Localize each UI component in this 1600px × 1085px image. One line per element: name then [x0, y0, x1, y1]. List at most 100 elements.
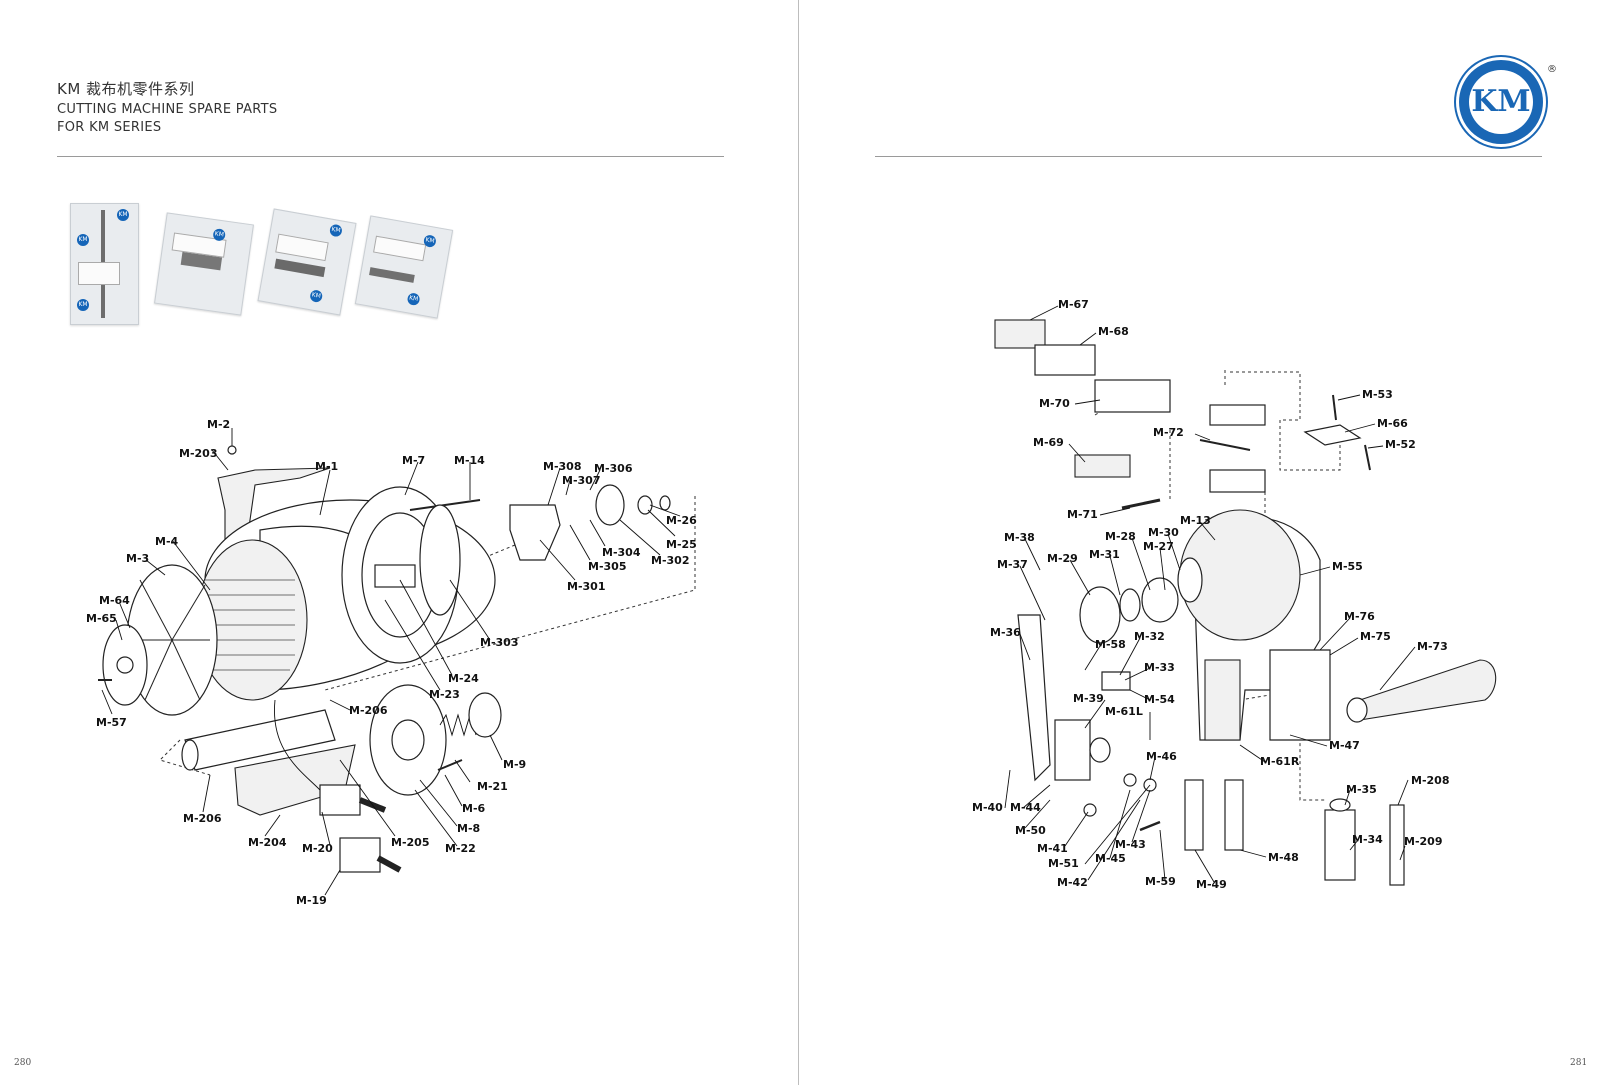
km-logo-icon: KM — [77, 234, 89, 246]
label-M-301: M-301 — [567, 580, 605, 593]
km-logo-icon: KM — [117, 209, 129, 221]
label-M-71: M-71 — [1067, 508, 1098, 521]
label-M-30: M-30 — [1148, 526, 1179, 539]
base-block — [1034, 344, 1096, 376]
km-logo-icon: KM — [77, 299, 89, 311]
bearing — [1141, 577, 1179, 623]
label-M-35: M-35 — [1346, 783, 1377, 796]
label-M-208: M-208 — [1411, 774, 1449, 787]
label-M-42: M-42 — [1057, 876, 1088, 889]
label-M-55: M-55 — [1332, 560, 1363, 573]
label-M-209: M-209 — [1404, 835, 1442, 848]
label-M-306: M-306 — [594, 462, 633, 475]
label-M-27: M-27 — [1143, 540, 1174, 553]
label-M-303: M-303 — [480, 636, 518, 649]
label-M-7: M-7 — [402, 454, 425, 467]
label-M-39: M-39 — [1073, 692, 1104, 705]
label-M-28: M-28 — [1105, 530, 1136, 543]
spring-cup — [468, 692, 502, 738]
km-brand-logo: KM — [1459, 60, 1543, 144]
motor-exploded-diagram: M-2 M-203 M-1 M-7 M-14 M-308 M-306 M-307… — [86, 418, 697, 907]
label-M-206-lower: M-206 — [183, 812, 222, 825]
label-M-67: M-67 — [1058, 298, 1089, 311]
label-M-61R: M-61R — [1260, 755, 1300, 768]
slider-block — [1094, 379, 1171, 413]
label-M-75: M-75 — [1360, 630, 1391, 643]
label-M-6: M-6 — [462, 802, 486, 815]
oil-cylinder — [1324, 809, 1356, 881]
label-M-304: M-304 — [602, 546, 641, 559]
rail-left — [1184, 779, 1204, 851]
label-M-20: M-20 — [302, 842, 333, 855]
label-M-206-upper: M-206 — [349, 704, 388, 717]
label-M-76: M-76 — [1344, 610, 1375, 623]
label-M-9: M-9 — [503, 758, 526, 771]
label-M-48: M-48 — [1268, 851, 1299, 864]
arm-bracket — [1054, 719, 1091, 781]
label-M-204: M-204 — [248, 836, 287, 849]
page-number-left: 280 — [14, 1058, 32, 1068]
page-number-right: 281 — [1570, 1058, 1588, 1068]
label-M-70: M-70 — [1039, 397, 1070, 410]
label-M-32: M-32 — [1134, 630, 1165, 643]
left-header-rule — [57, 156, 724, 157]
motor-cover — [234, 744, 356, 816]
title-english-line-2: FOR KM SERIES — [57, 120, 162, 135]
label-M-34: M-34 — [1352, 833, 1383, 846]
cutter-head-exploded-diagram: M-67 M-68 M-53 M-70 M-66 M-72 M-52 M-69 … — [972, 298, 1497, 891]
km-logo-text: KM — [1469, 70, 1533, 134]
label-M-307: M-307 — [562, 474, 600, 487]
label-M-66: M-66 — [1377, 417, 1408, 430]
label-M-305: M-305 — [588, 560, 626, 573]
label-M-52: M-52 — [1385, 438, 1416, 451]
label-M-72: M-72 — [1153, 426, 1184, 439]
label-M-23: M-23 — [429, 688, 460, 701]
label-M-4: M-4 — [155, 535, 179, 548]
label-M-24: M-24 — [448, 672, 479, 685]
label-M-73: M-73 — [1417, 640, 1448, 653]
label-M-302: M-302 — [651, 554, 689, 567]
label-M-22: M-22 — [445, 842, 476, 855]
label-M-59: M-59 — [1145, 875, 1176, 888]
toggle-switch-2 — [339, 837, 381, 873]
label-M-26: M-26 — [666, 514, 697, 527]
label-M-38: M-38 — [1004, 531, 1035, 544]
presser-block — [994, 319, 1046, 349]
registered-mark: ® — [1547, 64, 1557, 75]
label-M-43: M-43 — [1115, 838, 1146, 851]
title-english-line-1: CUTTING MACHINE SPARE PARTS — [57, 102, 278, 117]
title-chinese: KM 裁布机零件系列 — [57, 80, 195, 98]
pulley — [1079, 586, 1121, 644]
link-bracket — [1074, 454, 1131, 478]
label-M-13: M-13 — [1180, 514, 1211, 527]
label-M-36: M-36 — [990, 626, 1021, 639]
drive-arm — [1017, 614, 1051, 782]
label-M-47: M-47 — [1329, 739, 1360, 752]
label-M-29: M-29 — [1047, 552, 1078, 565]
label-M-3: M-3 — [126, 552, 149, 565]
label-M-54: M-54 — [1144, 693, 1175, 706]
gear-disc — [595, 484, 625, 526]
label-M-205: M-205 — [391, 836, 429, 849]
label-M-14: M-14 — [454, 454, 485, 467]
guide-block — [1209, 469, 1266, 493]
label-M-65: M-65 — [86, 612, 117, 625]
label-M-49: M-49 — [1196, 878, 1227, 891]
rail-right — [1224, 779, 1244, 851]
product-photo-1: KM KM KM — [70, 203, 139, 325]
label-M-308: M-308 — [543, 460, 581, 473]
label-M-25: M-25 — [666, 538, 697, 551]
label-M-64: M-64 — [99, 594, 130, 607]
right-header-rule — [875, 156, 1542, 157]
label-M-61L: M-61L — [1105, 705, 1143, 718]
label-M-68: M-68 — [1098, 325, 1129, 338]
switch-bracket — [509, 504, 561, 561]
label-M-69: M-69 — [1033, 436, 1064, 449]
label-M-1: M-1 — [315, 460, 338, 473]
label-M-58: M-58 — [1095, 638, 1126, 651]
label-M-2: M-2 — [207, 418, 230, 431]
label-M-19: M-19 — [296, 894, 327, 907]
label-M-33: M-33 — [1144, 661, 1175, 674]
